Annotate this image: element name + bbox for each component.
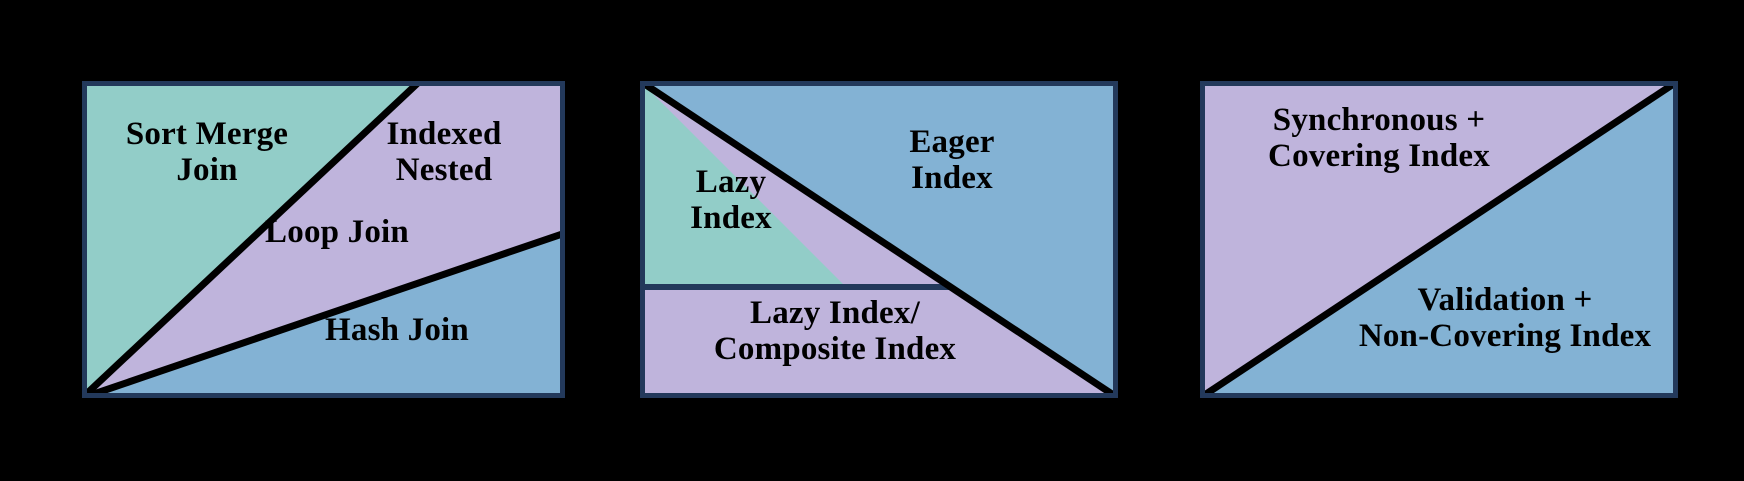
panel-border bbox=[82, 81, 565, 398]
divider-line-teal-purple bbox=[82, 81, 423, 398]
panel-border bbox=[640, 81, 1118, 398]
divider-line-purple-blue bbox=[82, 229, 565, 398]
join-algorithms-diagram bbox=[82, 81, 565, 398]
divider-line-diagonal bbox=[1200, 81, 1678, 398]
sync-validation-panel: Synchronous + Covering Index Validation … bbox=[1200, 81, 1678, 398]
sync-validation-diagram bbox=[1200, 81, 1678, 398]
region-indexed-nested-loop-join-fill bbox=[82, 81, 565, 398]
divider-line-diagonal bbox=[640, 81, 1118, 398]
panel-border bbox=[1200, 81, 1678, 398]
region-lazy-index-fill bbox=[640, 81, 846, 287]
index-strategy-diagram bbox=[640, 81, 1118, 398]
index-strategy-panel: Lazy Index Eager Index Lazy Index/ Compo… bbox=[640, 81, 1118, 398]
join-algorithms-panel: Sort Merge Join Indexed Nested Loop Join… bbox=[82, 81, 565, 398]
